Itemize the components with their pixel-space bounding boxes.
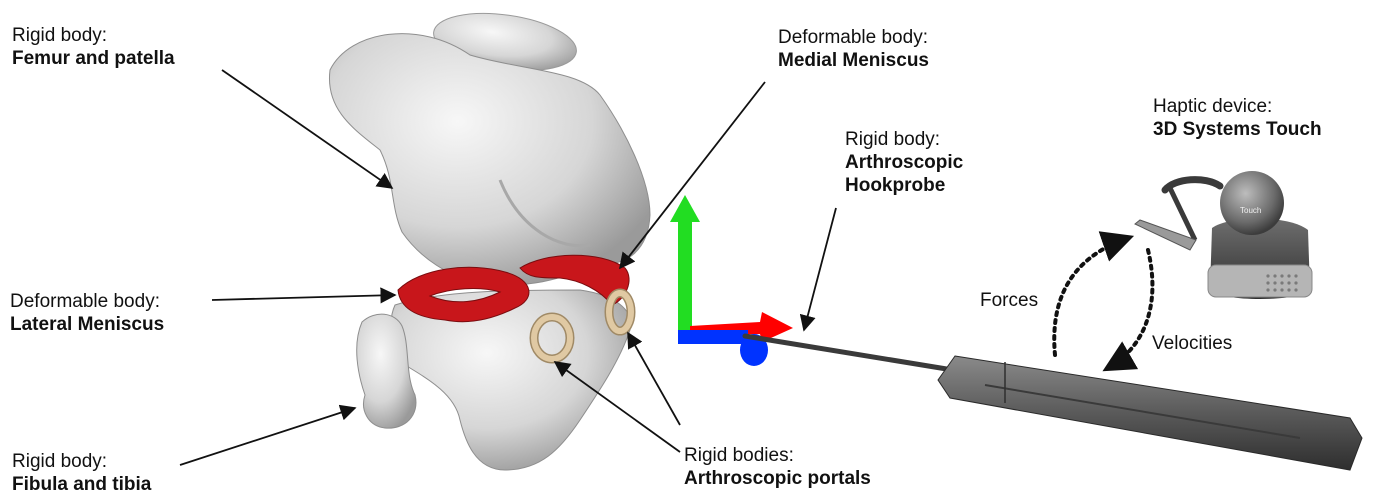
label-name: Femur and patella bbox=[12, 47, 175, 70]
haptic-device-touch: Touch bbox=[1135, 171, 1312, 299]
label-femur-patella: Rigid body: Femur and patella bbox=[12, 24, 175, 70]
pointer-fibula-tibia bbox=[180, 408, 355, 465]
label-name-line1: Arthroscopic bbox=[845, 151, 963, 174]
label-category: Deformable body: bbox=[10, 290, 164, 313]
label-category: Rigid body: bbox=[845, 128, 963, 151]
pointer-portal-medial bbox=[628, 333, 680, 425]
label-category: Rigid body: bbox=[12, 450, 151, 473]
label-name: Lateral Meniscus bbox=[10, 313, 164, 336]
femur-shape bbox=[329, 34, 650, 285]
axis-z-shaft bbox=[678, 330, 748, 344]
label-category: Haptic device: bbox=[1153, 95, 1322, 118]
label-lateral-meniscus: Deformable body: Lateral Meniscus bbox=[10, 290, 164, 336]
label-category: Rigid body: bbox=[12, 24, 175, 47]
label-velocities: Velocities bbox=[1152, 333, 1232, 355]
pointer-hookprobe bbox=[804, 208, 836, 330]
velocities-flow-arrow bbox=[1108, 250, 1152, 368]
label-forces: Forces bbox=[980, 290, 1038, 312]
pointer-lateral-meniscus bbox=[212, 295, 395, 300]
label-hookprobe: Rigid body: Arthroscopic Hookprobe bbox=[845, 128, 963, 197]
label-medial-meniscus: Deformable body: Medial Meniscus bbox=[778, 26, 929, 72]
label-fibula-tibia: Rigid body: Fibula and tibia bbox=[12, 450, 151, 496]
device-badge-touch: Touch bbox=[1240, 206, 1261, 215]
label-name: Medial Meniscus bbox=[778, 49, 929, 72]
label-arthroscopic-portals: Rigid bodies: Arthroscopic portals bbox=[684, 444, 871, 490]
label-haptic-device: Haptic device: 3D Systems Touch bbox=[1153, 95, 1322, 141]
label-name: Arthroscopic portals bbox=[684, 467, 871, 490]
forces-flow-arrow bbox=[1054, 238, 1128, 355]
label-category: Deformable body: bbox=[778, 26, 929, 49]
label-name: 3D Systems Touch bbox=[1153, 118, 1322, 141]
label-category: Rigid bodies: bbox=[684, 444, 871, 467]
axis-y-shaft bbox=[678, 218, 692, 333]
label-name: Fibula and tibia bbox=[12, 473, 151, 496]
label-name-line2: Hookprobe bbox=[845, 174, 963, 197]
